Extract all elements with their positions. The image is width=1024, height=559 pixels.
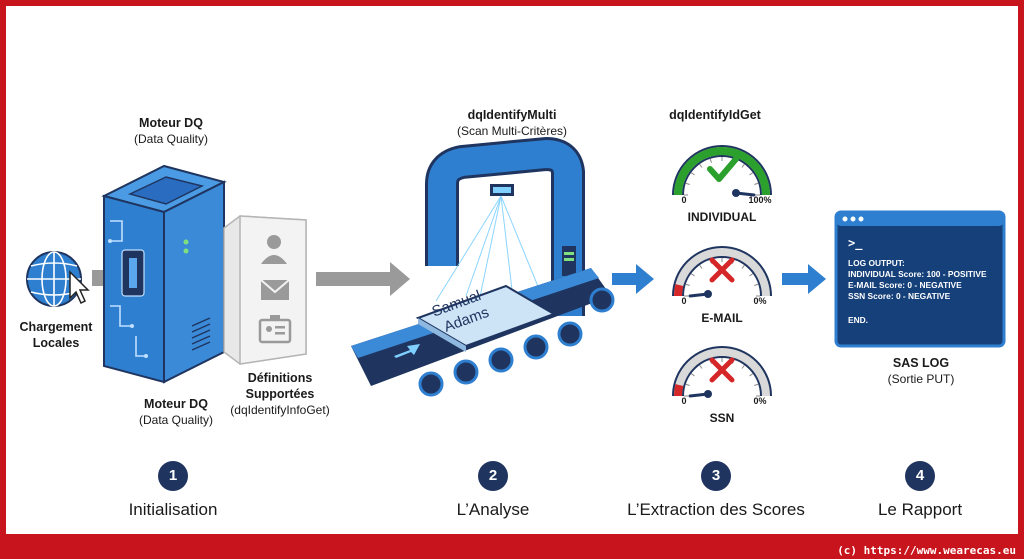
scanner-title: dqIdentifyMulti (467, 108, 557, 122)
name-card: Samual Adams (415, 284, 557, 352)
gauge-min: 0 (681, 396, 686, 406)
log-line: E-MAIL Score: 0 - NEGATIVE (848, 280, 962, 290)
gauges-title-label: dqIdentifyIdGet (650, 107, 780, 123)
log-window: >_ LOG OUTPUT: INDIVIDUAL Score: 100 - P… (834, 210, 1006, 348)
id-card-icon (258, 315, 292, 344)
gauges-title: dqIdentifyIdGet (669, 108, 761, 122)
footer-credit: (c) https://www.wearecas.eu (837, 544, 1016, 557)
loading-line1: Chargement (19, 320, 93, 334)
step-4-label: Le Rapport (877, 500, 963, 519)
gauge-0: 0 100% INDIVIDUAL (672, 145, 772, 224)
gauge-fill (674, 147, 770, 196)
step-4-number: 4 (905, 461, 935, 491)
definitions-line3: (dqIdentifyInfoGet) (230, 403, 330, 417)
step-3-label: L’Extraction des Scores (627, 500, 805, 519)
step-2-label: L’Analyse (456, 500, 530, 519)
definitions-line1: Définitions (247, 371, 313, 385)
gauge-max: 100% (748, 195, 771, 205)
gauge-fill (674, 284, 684, 297)
loading-label: Chargement Locales (12, 319, 100, 351)
gauge-track (674, 348, 770, 397)
arrow-to-scanner (316, 262, 410, 296)
log-line: LOG OUTPUT: (848, 258, 905, 268)
cross-icon (709, 357, 735, 383)
gauge-label: SSN (710, 411, 735, 425)
gauge-1: 0 0% E-MAIL (672, 246, 772, 325)
cursor-icon (69, 270, 90, 305)
engine-bottom-subtitle: (Data Quality) (138, 413, 214, 427)
gauge-fill (674, 384, 684, 397)
gauge-min: 0 (681, 195, 686, 205)
mail-icon (260, 279, 290, 300)
gauge-label: INDIVIDUAL (688, 210, 757, 224)
step-1-number: 1 (158, 461, 188, 491)
loading-line2: Locales (32, 336, 80, 350)
engine-bottom-label: Moteur DQ (Data Quality) (116, 396, 236, 428)
gauge-2: 0 0% SSN (672, 346, 772, 425)
cross-icon (709, 257, 735, 283)
arrow-to-log (782, 264, 826, 294)
user-icon (261, 235, 287, 264)
engine-top-label: Moteur DQ (Data Quality) (116, 115, 226, 147)
step-1-label: Initialisation (128, 500, 218, 519)
engine-top-subtitle: (Data Quality) (133, 132, 209, 146)
definitions-line2: Supportées (245, 387, 315, 401)
log-line: INDIVIDUAL Score: 100 - POSITIVE (848, 269, 987, 279)
arrow-to-gauges (612, 264, 654, 294)
step-2-number: 2 (478, 461, 508, 491)
gauge-min: 0 (681, 296, 686, 306)
terminal-prompt: >_ (848, 236, 863, 251)
scanner-label: dqIdentifyMulti (Scan Multi-Critères) (442, 107, 582, 139)
gauge-track (674, 248, 770, 297)
step-3-number: 3 (701, 461, 731, 491)
scanner-subtitle: (Scan Multi-Critères) (456, 124, 567, 138)
gauge-max: 0% (753, 296, 766, 306)
check-icon (707, 156, 739, 182)
gauge-max: 0% (753, 396, 766, 406)
log-label: SAS LOG (Sortie PUT) (856, 355, 986, 387)
engine-bottom-title: Moteur DQ (144, 397, 208, 411)
definitions-label: Définitions Supportées (dqIdentifyInfoGe… (220, 370, 340, 418)
log-title: SAS LOG (892, 356, 950, 370)
log-subtitle: (Sortie PUT) (887, 372, 955, 386)
dq-engine-icon (101, 164, 227, 384)
log-line: END. (848, 315, 868, 325)
log-line: SSN Score: 0 - NEGATIVE (848, 291, 951, 301)
gauge-label: E-MAIL (701, 311, 742, 325)
engine-top-title: Moteur DQ (139, 116, 203, 130)
